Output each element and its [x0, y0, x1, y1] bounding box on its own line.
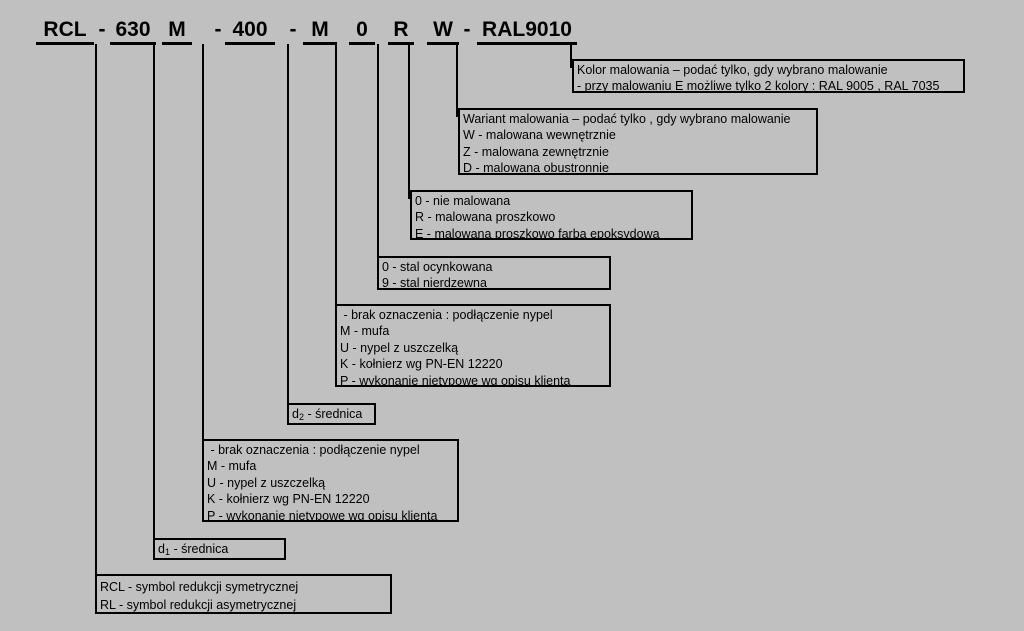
d1-box: d1 - średnica — [153, 538, 286, 560]
connector-variant — [456, 44, 458, 117]
underline-d2 — [225, 42, 275, 45]
connector-rcl — [95, 44, 97, 589]
paint-variant-line-1: Wariant malowania – podać tylko , gdy wy… — [463, 112, 791, 126]
type-line-1: RCL - symbol redukcji symetrycznej — [100, 580, 299, 594]
d1-symbol: d — [158, 542, 165, 556]
d1-line: d1 - średnica — [158, 541, 284, 557]
connector-d2 — [287, 44, 289, 414]
connector-color — [570, 44, 572, 68]
connector-end2 — [335, 44, 337, 314]
d1-subscript: 1 — [164, 547, 170, 557]
painting-line-3: E - malowana proszkowo farbą epoksydową — [415, 226, 660, 240]
painting-box: 0 - nie malowana R - malowana proszkowo … — [410, 190, 693, 240]
connector-d1 — [153, 44, 155, 549]
end1-line-5: P - wykonanie nietypowe wg opisu klienta — [207, 508, 438, 522]
end2-line-5: P - wykonanie nietypowe wg opisu klienta — [340, 373, 571, 387]
paint-variant-line-4: D - malowana obustronnie — [463, 161, 609, 175]
material-line-1: 0 - stal ocynkowana — [382, 260, 493, 274]
material-line-2: 9 - stal nierdzewna — [382, 276, 487, 290]
connector-painting — [408, 44, 410, 199]
code-segment-material: 0 — [356, 18, 368, 41]
d2-line: d2 - średnica — [292, 406, 374, 422]
end2-line-2: M - mufa — [340, 324, 390, 339]
end2-line-3: U - nypel z uszczelką — [340, 340, 459, 355]
end1-line-3: U - nypel z uszczelką — [207, 475, 326, 490]
code-segment-d1: 630 — [115, 18, 151, 41]
end2-box: - brak oznaczenia : podłączenie nypel M … — [335, 304, 611, 387]
code-segment-rcl: RCL — [43, 18, 87, 41]
code-segment-end1: M — [168, 18, 186, 41]
code-dash-4: - — [463, 18, 471, 41]
underline-color — [477, 42, 577, 45]
color-box-line-2: - przy malowaniu E możliwe tylko 2 kolor… — [577, 79, 940, 93]
end1-line-1: - brak oznaczenia : podłączenie nypel — [207, 443, 420, 457]
code-segment-end2: M — [311, 18, 329, 41]
connector-material — [377, 44, 379, 265]
underline-variant — [427, 42, 459, 45]
end1-line-2: M - mufa — [207, 459, 257, 474]
color-box: Kolor malowania – podać tylko, gdy wybra… — [572, 59, 965, 93]
connector-end1 — [202, 44, 204, 449]
type-box: RCL - symbol redukcji symetrycznej RL - … — [95, 574, 392, 614]
code-segment-painting: R — [393, 18, 409, 41]
end2-line-1: - brak oznaczenia : podłączenie nypel — [340, 308, 553, 322]
d2-subscript: 2 — [298, 412, 304, 422]
underline-rcl — [36, 42, 94, 45]
type-line-2: RL - symbol redukcji asymetrycznej — [100, 598, 297, 612]
d2-symbol: d — [292, 407, 299, 421]
end1-line-4: K - kołnierz wg PN-EN 12220 — [207, 492, 370, 507]
underline-material — [349, 42, 375, 45]
end1-box: - brak oznaczenia : podłączenie nypel M … — [202, 439, 459, 522]
paint-variant-line-3: Z - malowana zewnętrznie — [463, 144, 609, 159]
paint-variant-box: Wariant malowania – podać tylko , gdy wy… — [458, 108, 818, 175]
code-dash-2: - — [214, 18, 222, 41]
code-segment-variant: W — [433, 18, 453, 41]
material-box: 0 - stal ocynkowana 9 - stal nierdzewna — [377, 256, 611, 290]
end2-line-4: K - kołnierz wg PN-EN 12220 — [340, 357, 503, 372]
paint-variant-line-2: W - malowana wewnętrznie — [463, 128, 616, 143]
code-segment-d2: 400 — [232, 18, 268, 41]
code-dash-1: - — [98, 18, 106, 41]
underline-d1 — [110, 42, 156, 45]
color-box-line-1: Kolor malowania – podać tylko, gdy wybra… — [577, 63, 888, 77]
code-dash-3: - — [289, 18, 297, 41]
d2-box: d2 - średnica — [287, 403, 376, 425]
underline-end1 — [162, 42, 192, 45]
d1-text: - średnica — [169, 542, 229, 556]
underline-end2 — [303, 42, 337, 45]
painting-line-1: 0 - nie malowana — [415, 194, 511, 208]
underline-painting — [388, 42, 414, 45]
painting-line-2: R - malowana proszkowo — [415, 210, 556, 225]
code-segment-color: RAL9010 — [482, 18, 572, 41]
d2-text: - średnica — [303, 407, 363, 421]
